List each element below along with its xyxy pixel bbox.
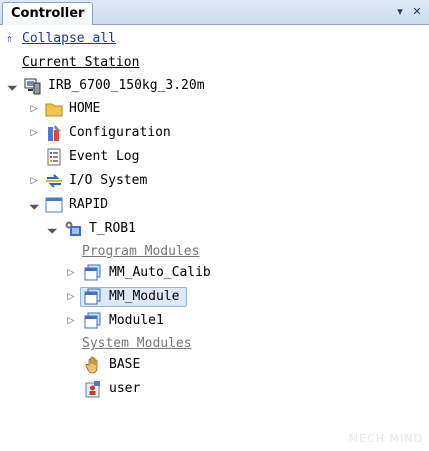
task-label: T_ROB1 [89,221,136,236]
module-label: MM_Auto_Calib [109,265,211,280]
rapid-icon [45,197,63,213]
expanded-arrow-icon[interactable]: ◢ [46,223,58,235]
io-system-icon [46,174,62,188]
expanded-arrow-icon[interactable]: ◢ [28,199,40,211]
watermark: MECH MIND [348,432,423,445]
rapid-label: RAPID [69,197,109,212]
collapsed-arrow-icon[interactable]: ▷ [67,292,75,302]
module-icon [84,264,101,281]
user-module-icon [85,381,100,398]
event-log-icon [47,148,61,166]
tree-node-rapid[interactable]: ◢ RAPID [0,195,429,215]
collapsed-arrow-icon[interactable]: ▷ [30,128,38,138]
collapse-all-label: Collapse all [22,31,116,46]
module-label: MM_Module [109,289,180,304]
task-icon [65,221,81,236]
tree-node-home[interactable]: ▷ HOME [0,99,429,119]
system-module-label: user [109,381,141,396]
close-icon[interactable]: ✕ [412,5,422,18]
expanded-arrow-icon[interactable]: ◢ [6,80,18,92]
panel-titlebar: Controller ▾ ✕ [0,0,429,25]
selection-highlight [80,287,187,307]
collapsed-arrow-icon[interactable]: ▷ [67,268,75,278]
tree-node-module[interactable]: ▷ Module1 [0,311,429,331]
double-chevron-up-icon: ⇑ [6,32,13,45]
station-icon [24,78,41,95]
system-modules-header: System Modules [82,334,192,354]
station-label: IRB_6700_150kg_3.20m [48,78,205,93]
module-label: Module1 [109,313,164,328]
hand-icon [85,356,98,374]
folder-icon [45,103,63,117]
tree-node-station[interactable]: ◢ IRB_6700_150kg_3.20m [0,76,429,96]
tree-node-module-selected[interactable]: ▷ MM_Module [0,287,429,307]
tree-node-system-module[interactable]: BASE [0,355,429,375]
event-log-label: Event Log [69,149,140,164]
system-modules-label: System Modules [82,336,192,351]
current-station-label: Current Station [22,55,140,70]
module-icon [84,312,101,329]
configuration-label: Configuration [69,125,171,140]
tree-node-task[interactable]: ◢ T_ROB1 [0,219,429,239]
module-icon [84,288,101,305]
system-module-label: BASE [109,357,141,372]
tab-controller[interactable]: Controller [2,2,94,25]
collapse-all-link[interactable]: ⇑ Collapse all [6,30,116,48]
tree-node-io-system[interactable]: ▷ I/O System [0,171,429,191]
current-station-header: Current Station [22,53,139,73]
tree-node-system-module[interactable]: user [0,379,429,399]
dropdown-icon[interactable]: ▾ [397,5,403,18]
program-modules-label: Program Modules [82,244,200,259]
tree-node-configuration[interactable]: ▷ Configuration [0,123,429,143]
tree-node-event-log[interactable]: Event Log [0,147,429,167]
home-label: HOME [69,101,101,116]
collapsed-arrow-icon[interactable]: ▷ [30,104,38,114]
tree-node-module[interactable]: ▷ MM_Auto_Calib [0,263,429,283]
io-system-label: I/O System [69,173,148,188]
collapsed-arrow-icon[interactable]: ▷ [67,316,75,326]
collapsed-arrow-icon[interactable]: ▷ [30,176,38,186]
configuration-icon [48,125,61,141]
program-modules-header: Program Modules [82,242,199,262]
